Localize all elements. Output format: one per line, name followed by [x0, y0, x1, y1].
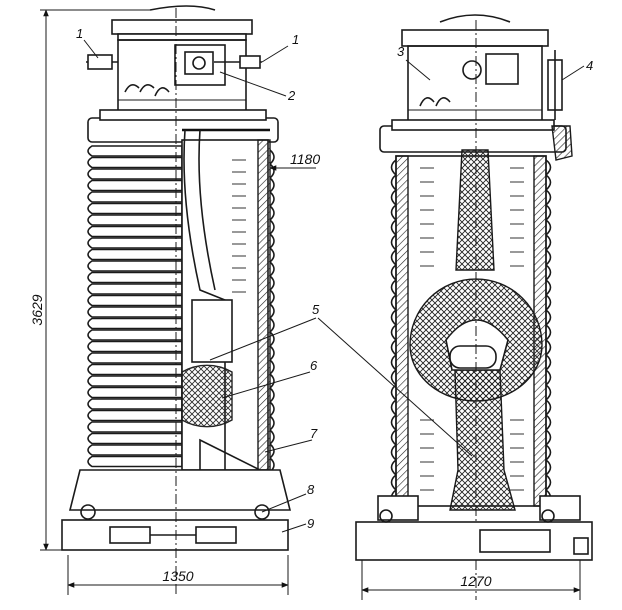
left-head	[86, 5, 279, 143]
right-tank	[390, 20, 552, 600]
right-base: 1270	[355, 495, 593, 600]
callout-6: 6	[310, 358, 318, 373]
left-dimensions: 3629 1350 1180	[29, 9, 320, 595]
inner-width-dimension: 1180	[290, 151, 320, 167]
left-cutaway	[181, 128, 275, 481]
right-callouts: 3 4	[317, 44, 593, 457]
right-head	[379, 14, 573, 161]
callout-7: 7	[310, 426, 318, 441]
callout-2: 2	[287, 88, 296, 103]
right-view: 1270 3 4	[317, 14, 593, 600]
right-width-dimension: 1270	[460, 573, 491, 589]
left-callouts: 1 1 2 5 6 7 8 9	[76, 26, 320, 533]
left-width-dimension: 1350	[162, 568, 193, 584]
callout-9: 9	[307, 516, 314, 531]
callout-8: 8	[307, 482, 315, 497]
height-dimension: 3629	[29, 294, 45, 325]
callout-3: 3	[397, 44, 405, 59]
callout-1-left: 1	[76, 26, 83, 41]
callout-1-right: 1	[292, 32, 299, 47]
callout-4: 4	[586, 58, 593, 73]
left-porcelain-sheds	[87, 145, 183, 468]
callout-5: 5	[312, 302, 320, 317]
left-base	[61, 8, 292, 595]
left-view: 3629 1350 1180 1 1 2 5 6 7 8 9	[29, 5, 320, 595]
